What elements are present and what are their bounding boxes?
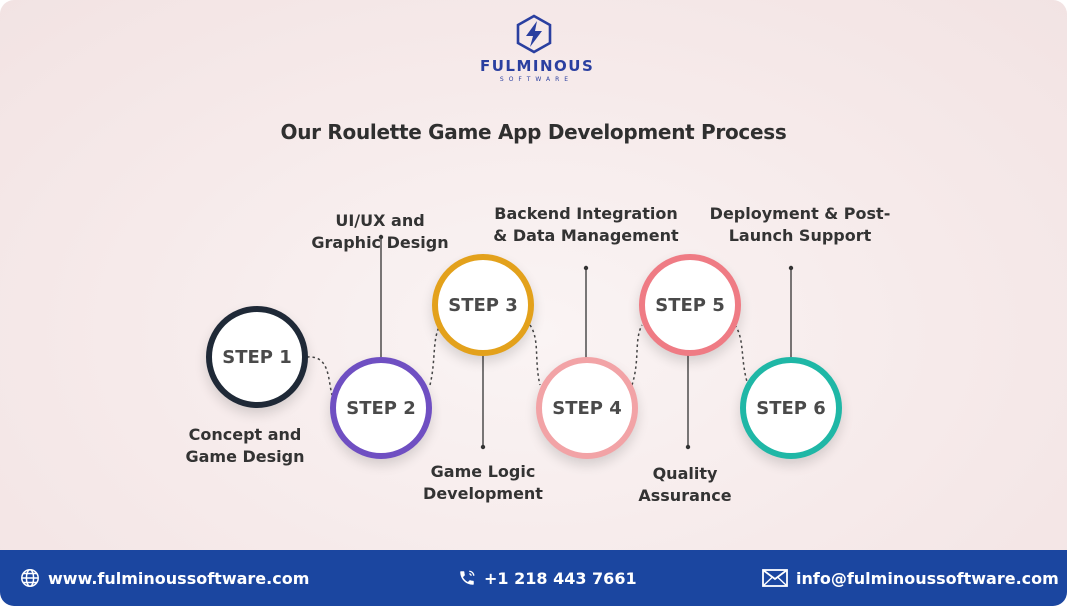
step-4-circle: STEP 4 <box>536 357 638 459</box>
email-link[interactable]: info@fulminoussoftware.com <box>762 550 1059 606</box>
step-5-caption: Quality Assurance <box>638 464 732 505</box>
step-1-label: STEP 1 <box>222 346 292 368</box>
step-2-circle: STEP 2 <box>330 357 432 459</box>
step-6-circle: STEP 6 <box>740 357 842 459</box>
step-6-label: STEP 6 <box>756 397 826 419</box>
website-link[interactable]: www.fulminoussoftware.com <box>20 550 309 606</box>
globe-icon <box>21 569 39 587</box>
phone-icon <box>460 570 475 585</box>
website-text: www.fulminoussoftware.com <box>48 568 310 588</box>
leader-dot-4a <box>583 265 589 271</box>
brand-tagline: SOFTWARE <box>499 76 574 83</box>
page-title: Our Roulette Game App Development Proces… <box>280 120 787 144</box>
leader-dot-2a <box>378 234 384 240</box>
step-5-circle: STEP 5 <box>639 254 741 356</box>
email-text: info@fulminoussoftware.com <box>796 568 1059 588</box>
step-2-caption: UI/UX and Graphic Design <box>311 211 449 252</box>
connector-5-6 <box>734 324 749 386</box>
envelope-icon <box>762 569 788 587</box>
step-3-circle: STEP 3 <box>432 254 534 356</box>
leader-dot-3b <box>480 444 486 450</box>
brand-name: FULMINOUS <box>480 57 595 75</box>
connector-4-5 <box>631 324 643 386</box>
step-5-label: STEP 5 <box>655 294 725 316</box>
contact-footer: www.fulminoussoftware.com +1 218 443 766… <box>0 550 1067 606</box>
phone-text: +1 218 443 7661 <box>484 568 637 588</box>
connector-2-3 <box>429 324 441 386</box>
step-4-caption: Backend Integration & Data Management <box>493 204 679 245</box>
brand-logo: FULMINOUS SOFTWARE <box>480 14 595 83</box>
step-4-label: STEP 4 <box>552 397 622 419</box>
phone-link[interactable]: +1 218 443 7661 <box>458 550 637 606</box>
step-1-caption: Concept and Game Design <box>185 425 305 466</box>
step-2-label: STEP 2 <box>346 397 416 419</box>
step-3-label: STEP 3 <box>448 294 518 316</box>
leader-dot-5b <box>685 444 691 450</box>
step-1-circle: STEP 1 <box>206 306 308 408</box>
step-3-caption: Game Logic Development <box>423 462 543 503</box>
lightning-hexagon-icon <box>516 14 552 54</box>
connector-3-4 <box>529 324 541 386</box>
connector-1-2 <box>306 356 333 396</box>
leader-dot-6a <box>788 265 794 271</box>
step-6-caption: Deployment & Post- Launch Support <box>709 204 891 245</box>
